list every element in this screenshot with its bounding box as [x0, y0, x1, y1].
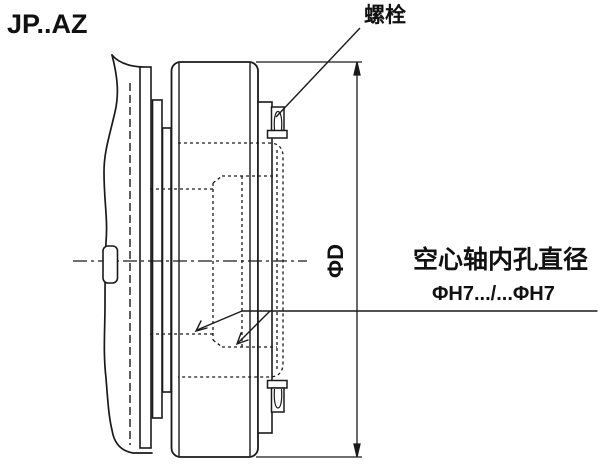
bore-leader-line [194, 310, 598, 346]
bore-label-title: 空心轴内孔直径 [413, 245, 588, 274]
bolt-label: 螺栓 [364, 3, 406, 27]
mounting-plates [139, 66, 172, 449]
plate-middle [151, 99, 163, 419]
drawing-title: JP..AZ [7, 9, 88, 39]
diameter-dimension [256, 61, 362, 458]
bolt-leader-line [275, 27, 361, 118]
bore-chamfer-bottom [212, 339, 223, 348]
bottom-bolt-head-facet [273, 388, 283, 409]
top-bolt [266, 106, 288, 139]
bore-leader-branch-a [196, 310, 243, 331]
wall-top-edge [111, 54, 144, 68]
dimension-arrow-down [353, 443, 361, 458]
bore-recess-outline [178, 142, 284, 378]
clamp-plate [257, 101, 273, 434]
hub-outline [170, 61, 259, 458]
wall-notch [102, 245, 119, 284]
diameter-label: ΦD [323, 244, 348, 278]
plate-outer [139, 66, 152, 449]
dimension-arrow-up [353, 61, 361, 76]
bore-leader-branch-b [237, 310, 271, 344]
top-bolt-washer [266, 129, 288, 139]
hollow-shaft-body [170, 61, 259, 458]
bottom-bolt-washer [266, 379, 288, 389]
bore-leader-arrow-a [194, 320, 208, 333]
bottom-bolt [266, 379, 288, 413]
plate-inner [161, 127, 172, 393]
bore-leader-arrow-b [235, 332, 249, 346]
bore-chamfer-top [212, 175, 223, 184]
bore-label-spec: ΦH7.../...ΦH7 [432, 283, 555, 305]
